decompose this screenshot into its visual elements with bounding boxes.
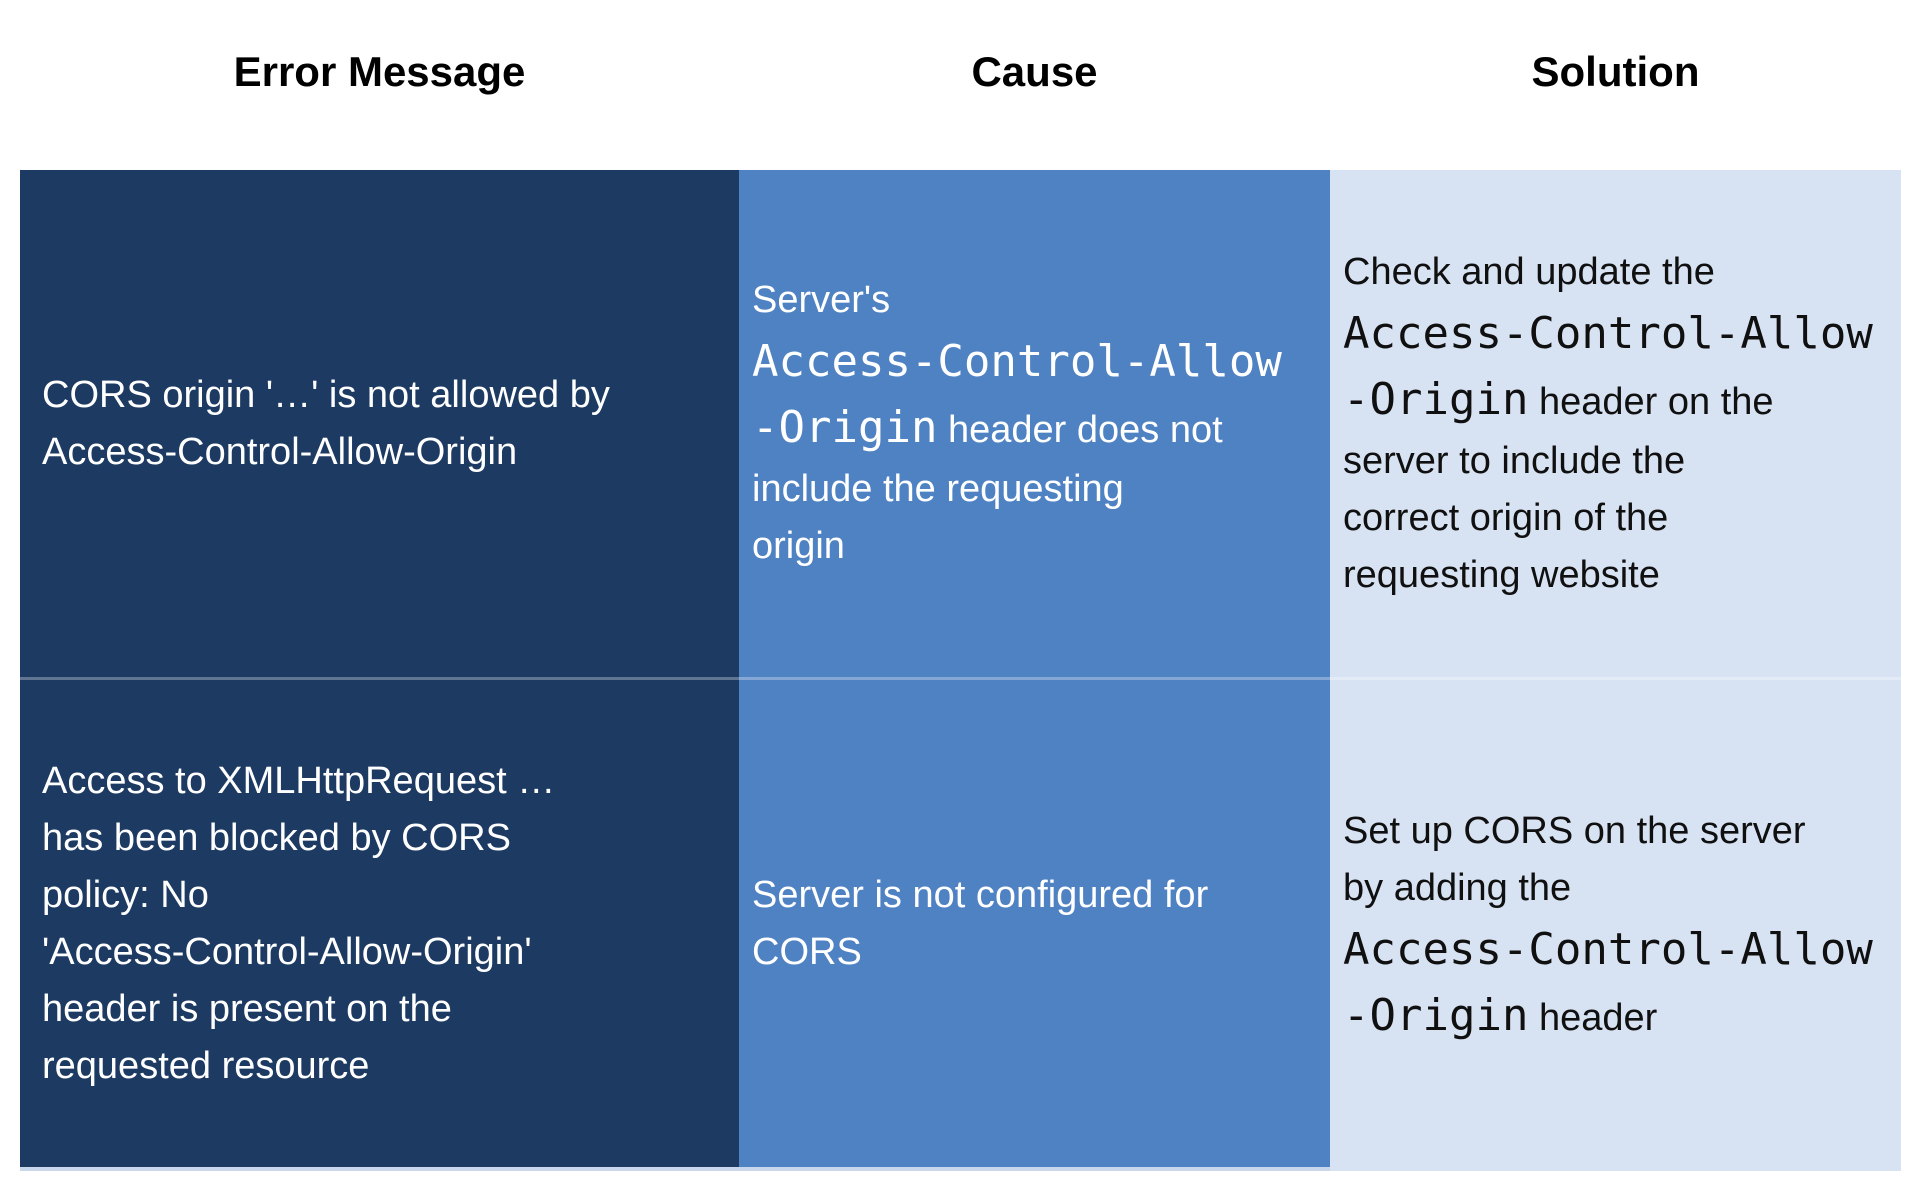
code-segment: Access-Control-Allow <box>1343 307 1873 359</box>
text-segment: requesting website <box>1343 553 1660 596</box>
text-line: Access-Control-Allow <box>1343 917 1883 983</box>
text-line: requesting website <box>1343 547 1883 604</box>
text-segment: requested resource <box>42 1044 370 1087</box>
text-segment: header on the <box>1528 380 1774 423</box>
table-body: CORS origin '…' is not allowed by Access-… <box>20 170 1901 1171</box>
text-line: Access-Control-Allow <box>752 329 1312 395</box>
text-line: Access to XMLHttpRequest … <box>42 753 721 810</box>
text-line: has been blocked by CORS <box>42 810 721 867</box>
column-header-error-message: Error Message <box>233 48 526 95</box>
text-line: CORS <box>752 924 1312 981</box>
text-line: by adding the <box>1343 860 1883 917</box>
text-line: server to include the <box>1343 433 1883 490</box>
text-segment: header <box>1528 996 1658 1039</box>
text-segment: Access-Control-Allow-Origin <box>42 430 518 473</box>
text-segment: by adding the <box>1343 866 1572 909</box>
text-line: Check and update the <box>1343 244 1883 301</box>
column-header-cause: Cause <box>971 48 1098 95</box>
text-segment: Access to XMLHttpRequest … <box>42 759 556 802</box>
text-line: include the requesting <box>752 461 1312 518</box>
text-segment: Server's <box>752 279 891 321</box>
text-segment: Set up CORS on the server <box>1343 809 1806 852</box>
text-line: 'Access-Control-Allow-Origin' <box>42 924 721 981</box>
text-segment: has been blocked by CORS <box>42 816 511 859</box>
text-segment: header does not <box>937 409 1223 451</box>
text-segment: CORS <box>752 930 862 973</box>
text-line: -Origin header does not <box>752 395 1312 461</box>
code-segment: -Origin <box>1343 373 1529 425</box>
table-row: Access to XMLHttpRequest … has been block… <box>20 677 1901 1171</box>
text-line: requested resource <box>42 1038 721 1095</box>
text-line: -Origin header <box>1343 983 1883 1049</box>
text-line: -Origin header on the <box>1343 367 1883 433</box>
text-segment: 'Access-Control-Allow-Origin' <box>42 930 532 973</box>
text-line: policy: No <box>42 867 721 924</box>
text-segment: server to include the <box>1343 439 1686 482</box>
text-segment: correct origin of the <box>1343 496 1669 539</box>
text-segment: Server is not configured for <box>752 873 1209 916</box>
code-segment: Access-Control-Allow <box>1343 923 1873 975</box>
text-segment: CORS origin '…' is not allowed by <box>42 373 610 416</box>
text-segment: include the requesting <box>752 468 1124 510</box>
column-header-solution: Solution <box>1531 48 1700 95</box>
text-segment: Check and update the <box>1343 250 1715 293</box>
text-line: Server is not configured for <box>752 867 1312 924</box>
table-row: CORS origin '…' is not allowed by Access-… <box>20 170 1901 677</box>
code-segment: -Origin <box>1343 989 1529 1041</box>
text-segment: origin <box>752 525 845 567</box>
table-cell-r1c1: CORS origin '…' is not allowed by Access-… <box>20 170 739 677</box>
code-segment: -Origin <box>752 402 938 453</box>
text-line: Access-Control-Allow-Origin <box>42 424 721 481</box>
cors-errors-table: Error Message Cause Solution CORS origin… <box>20 0 1901 1171</box>
code-segment: Access-Control-Allow <box>752 336 1282 387</box>
text-line: correct origin of the <box>1343 490 1883 547</box>
text-line: CORS origin '…' is not allowed by <box>42 367 721 424</box>
text-segment: header is present on the <box>42 987 452 1030</box>
text-line: origin <box>752 518 1312 575</box>
table-cell-r2c1: Access to XMLHttpRequest … has been block… <box>20 677 739 1171</box>
text-line: Server's <box>752 272 1312 329</box>
text-segment: policy: No <box>42 873 209 916</box>
text-line: Access-Control-Allow <box>1343 301 1883 367</box>
table-header-row: Error Message Cause Solution <box>20 0 1901 170</box>
text-line: Set up CORS on the server <box>1343 803 1883 860</box>
text-line: header is present on the <box>42 981 721 1038</box>
